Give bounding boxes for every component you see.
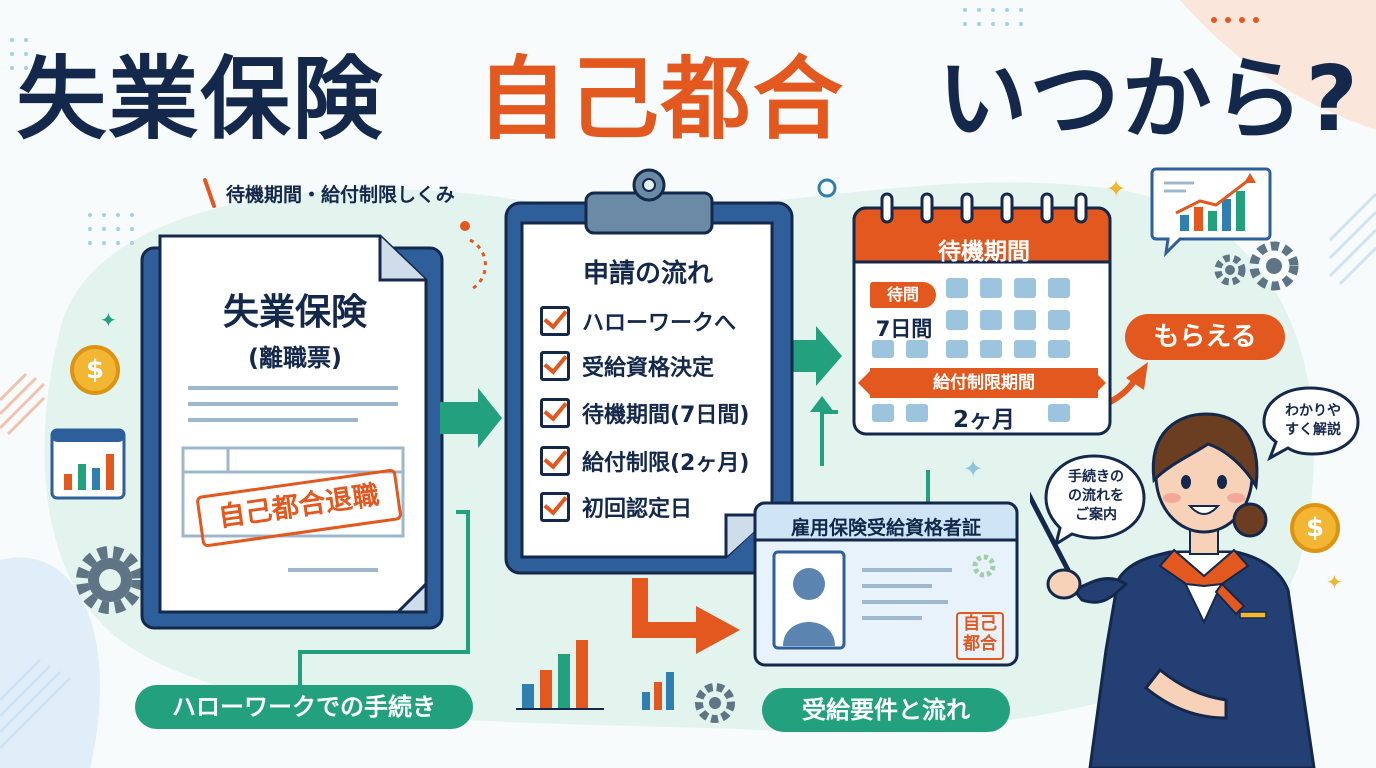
flow-step: 初回認定日 (540, 489, 692, 525)
presenter-woman-illustration (1030, 412, 1316, 768)
bubble-line: ご案内 (1075, 507, 1117, 523)
benefit-limit-period-bar: 給付制限期間 (870, 368, 1098, 398)
eligibility-card-title: 雇用保険受給資格者証 (790, 517, 981, 539)
sparkle-icon: ✦ (963, 455, 984, 483)
document-title: 失業保険 (222, 292, 367, 333)
bubble-line: 手続きの (1068, 469, 1124, 485)
application-flow-title: 申請の流れ (582, 259, 713, 289)
main-title: 失業保険 自己都合 いつから? (0, 50, 1376, 150)
bubble-easy-explanation: わかりや すく解説 (1268, 402, 1358, 440)
title-part-voluntary: 自己都合 (476, 47, 845, 152)
bubble-line: すく解説 (1285, 422, 1341, 438)
benefit-limit-duration: 2ヶ月 (952, 407, 1015, 433)
receive-benefit-badge: もらえる (1125, 314, 1285, 360)
calendar-title: 待機期間 (938, 239, 1030, 265)
coin-icon: $ (70, 345, 120, 395)
flow-step: 給付制限(2ヶ月) (540, 443, 749, 479)
checkbox-checked-icon (540, 446, 570, 476)
flow-step-label: ハローワークへ (582, 311, 737, 336)
bar-chart-icon (50, 428, 126, 500)
flow-step-label: 給付制限(2ヶ月) (582, 451, 750, 476)
bubble-line: わかりや (1285, 403, 1341, 419)
flow-step: ハローワークへ (540, 303, 736, 339)
bar-chart-icon (642, 672, 674, 710)
requirements-flow-label: 受給要件と流れ (762, 688, 1010, 732)
growth-chart-icon (1150, 167, 1272, 257)
bubble-procedure-guide: 手続きの の流れを ご案内 (1050, 468, 1142, 525)
flow-step: 受給資格決定 (540, 348, 714, 384)
stamp-line: 都合 (963, 634, 997, 654)
checkbox-checked-icon (540, 398, 570, 428)
bar-chart-icon (516, 640, 604, 710)
eligibility-card-illustration (753, 501, 1019, 667)
speech-bubble (1044, 454, 1146, 548)
flow-step-label: 初回認定日 (582, 497, 693, 522)
checkbox-checked-icon (540, 306, 570, 336)
hello-work-procedure-label: ハローワークでの手続き (135, 685, 473, 729)
sparkle-icon: ✦ (100, 308, 117, 332)
stamp-line: 自己 (963, 614, 997, 634)
flow-step-label: 受給資格決定 (582, 356, 715, 381)
gear-icon (695, 683, 735, 723)
flow-step-label: 待機期間(7日間) (582, 403, 750, 428)
flow-step: 待機期間(7日間) (540, 395, 749, 431)
sparkle-icon: ✦ (1326, 570, 1343, 594)
gear-icon (1214, 241, 1299, 291)
speech-bubble (1262, 386, 1360, 462)
document-illustration (140, 234, 444, 630)
title-part-insurance: 失業保険 (16, 47, 385, 152)
subtitle: 待機期間・給付制限しくみ (226, 184, 455, 206)
checkbox-checked-icon (540, 492, 570, 522)
bubble-line: の流れを (1068, 488, 1124, 504)
checkbox-checked-icon (540, 351, 570, 381)
clipboard-illustration (504, 168, 794, 575)
waiting-days: 7日間 (875, 317, 933, 341)
document-subtitle: (離職票) (248, 344, 342, 372)
voluntary-stamp: 自己 都合 (956, 612, 1004, 660)
title-part-when: いつから? (937, 47, 1360, 152)
sparkle-icon: ✦ (1106, 175, 1127, 203)
coin-icon: $ (1290, 503, 1340, 553)
gear-icon (76, 546, 144, 614)
waiting-badge: 待問 (870, 282, 936, 308)
